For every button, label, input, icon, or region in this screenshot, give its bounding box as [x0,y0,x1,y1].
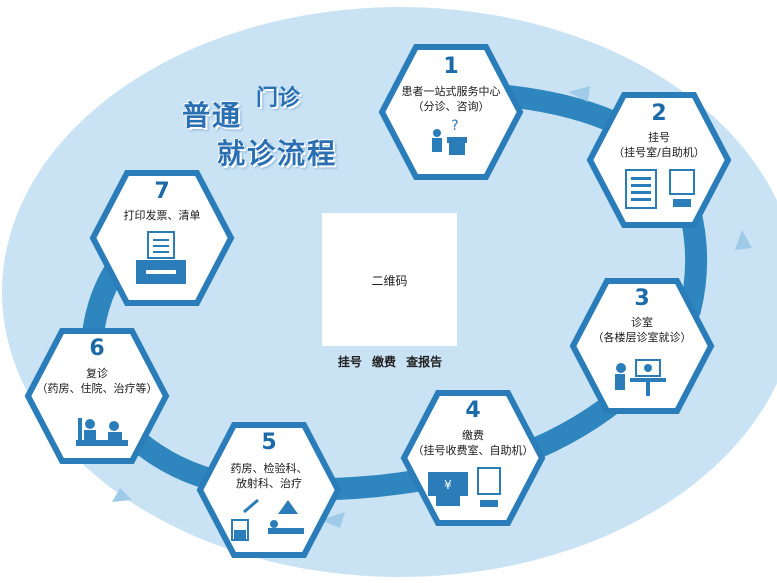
doctor-consult-icon [615,359,666,396]
revisit-care-icon [76,418,128,446]
flow-arrow-hint [735,230,752,250]
step-1-label: 患者一站式服务中心（分诊、咨询） [401,85,501,113]
title-men: 门诊 [256,86,301,111]
step-2-label: 挂号（挂号室/自助机） [613,131,705,159]
service-desk-icon: ? [432,118,467,155]
step-7-number: 7 [154,179,170,204]
hex-step-1: ? [378,44,524,180]
step-3-label: 诊室（各楼层诊室就诊） [592,316,692,344]
step-7-label: 打印发票、清单 [123,209,201,222]
qr-code-placeholder[interactable] [322,213,457,346]
title-line-2: 就诊流程 [217,137,338,170]
title-line-1: 普通 [182,99,243,132]
hex-step-7 [89,170,235,306]
registration-form-icon [625,169,695,209]
hex-step-5 [196,422,342,558]
step-5-label: 药房、检验科、放射科、治疗 [230,462,308,490]
qr-caption: 挂号 缴费 查报告 [337,355,443,369]
step-4-label: 缴费（挂号收费室、自助机） [412,429,534,457]
flow-arrow-hint [568,86,590,102]
printer-icon [136,231,186,284]
hex-step-4: ¥ [400,390,546,526]
svg-text:?: ? [451,118,458,134]
flow-arrow-hint [320,512,345,528]
hex-step-6 [24,328,170,464]
qr-code-label: 二维码 [371,274,408,288]
payment-icon: ¥ [428,467,501,507]
step-3-number: 3 [634,286,650,311]
hex-step-2 [586,92,732,228]
step-2-number: 2 [651,101,667,126]
step-1-number: 1 [443,54,459,79]
step-6-label: 复诊（药房、住院、治疗等） [36,367,158,395]
step-6-number: 6 [89,336,105,361]
svg-text:¥: ¥ [444,478,452,492]
step-4-number: 4 [465,398,481,423]
lab-test-icon [231,498,304,541]
flow-arrow-hint [112,488,132,502]
step-5-number: 5 [261,430,277,455]
hex-step-3 [569,278,715,414]
